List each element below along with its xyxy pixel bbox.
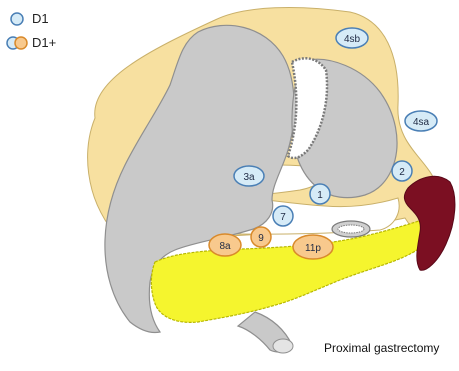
node-11p-label: 11p xyxy=(305,243,321,254)
node-11p: 11p xyxy=(293,235,333,259)
node-4sa-label: 4sa xyxy=(413,117,430,128)
diagram-caption: Proximal gastrectomy xyxy=(324,341,439,355)
node-3a-label: 3a xyxy=(243,172,255,183)
legend-d1-label: D1 xyxy=(32,11,49,26)
legend-d1-swatch-icon xyxy=(11,13,23,25)
duodenum-opening xyxy=(273,339,293,353)
legend-d1plus-orange-swatch-icon xyxy=(15,37,27,49)
esophagus-lumen xyxy=(338,225,364,233)
legend-item-d1plus: D1+ xyxy=(7,35,56,50)
node-1: 1 xyxy=(310,184,330,204)
node-1-label: 1 xyxy=(317,190,323,201)
legend-d1plus-label: D1+ xyxy=(32,35,56,50)
legend-item-d1: D1 xyxy=(11,11,49,26)
node-2-label: 2 xyxy=(399,167,405,178)
node-9: 9 xyxy=(251,227,271,247)
node-8a-label: 8a xyxy=(219,241,231,252)
node-9-label: 9 xyxy=(258,233,264,244)
node-4sa: 4sa xyxy=(405,111,437,131)
node-7: 7 xyxy=(273,206,293,226)
node-4sb: 4sb xyxy=(336,28,368,48)
node-3a: 3a xyxy=(234,166,264,186)
node-8a: 8a xyxy=(209,234,241,256)
node-2: 2 xyxy=(392,161,412,181)
node-7-label: 7 xyxy=(280,212,286,223)
legend: D1 D1+ xyxy=(7,11,56,50)
node-4sb-label: 4sb xyxy=(344,34,361,45)
